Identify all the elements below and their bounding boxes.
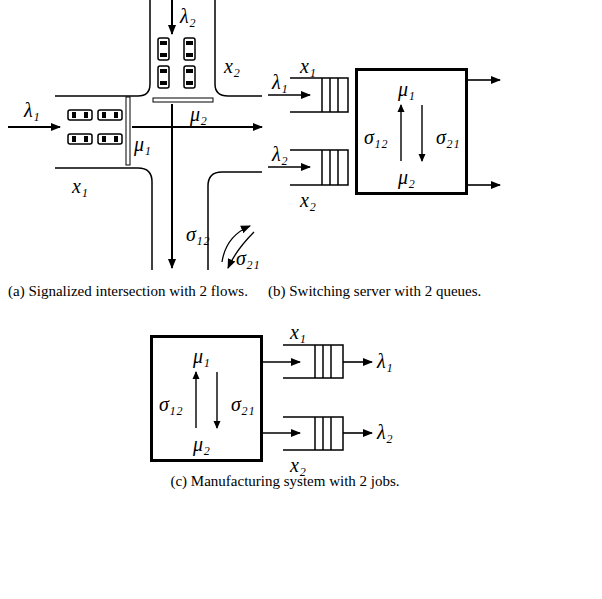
road-edges xyxy=(55,0,262,270)
subfigure-caption: (b) Switching server with 2 queues. xyxy=(268,282,598,301)
symbol-label: μ₂ xyxy=(190,104,207,124)
symbol-label: x₁ xyxy=(290,322,306,342)
flow-arrows xyxy=(8,0,262,268)
rate-label: μ₂ xyxy=(193,434,210,454)
symbol-label: λ₂ xyxy=(272,144,288,164)
stop-line xyxy=(153,98,213,102)
rate-label: σ₁₂ xyxy=(159,394,183,414)
subfigure-caption: (c) Manufacturing system with 2 jobs. xyxy=(150,472,420,491)
queues xyxy=(283,78,348,450)
symbol-label: x₂ xyxy=(224,56,240,76)
symbol-label: x₂ xyxy=(300,190,316,210)
rate-label: μ₁ xyxy=(193,346,210,366)
rate-label: σ₂₁ xyxy=(436,127,460,147)
rate-label: μ₁ xyxy=(398,79,415,99)
symbol-label: λ₁ xyxy=(24,100,40,120)
rate-label: σ₁₂ xyxy=(364,127,388,147)
rate-label: σ₂₁ xyxy=(231,394,255,414)
stop-line xyxy=(126,97,130,165)
server-box: μ₁ σ₁₂ σ₂₁ μ₂ xyxy=(355,68,468,195)
symbol-label: x₁ xyxy=(300,56,316,76)
symbol-label: λ₂ xyxy=(377,422,393,442)
symbol-label: λ₁ xyxy=(377,351,393,371)
symbol-label: σ₂₁ xyxy=(236,248,260,268)
subfigure-caption: (a) Signalized intersection with 2 flows… xyxy=(8,282,258,301)
server-box: μ₁ σ₁₂ σ₂₁ μ₂ xyxy=(150,335,263,462)
symbol-label: σ₁₂ xyxy=(186,224,210,244)
cars xyxy=(68,38,195,144)
symbol-label: x₂ xyxy=(290,455,306,475)
flow-arrows xyxy=(263,80,500,433)
symbol-label: μ₁ xyxy=(134,134,151,154)
symbol-label: x₁ xyxy=(72,176,88,196)
symbol-label: λ₂ xyxy=(180,6,196,26)
symbol-label: λ₁ xyxy=(272,72,288,92)
rate-label: μ₂ xyxy=(398,167,415,187)
